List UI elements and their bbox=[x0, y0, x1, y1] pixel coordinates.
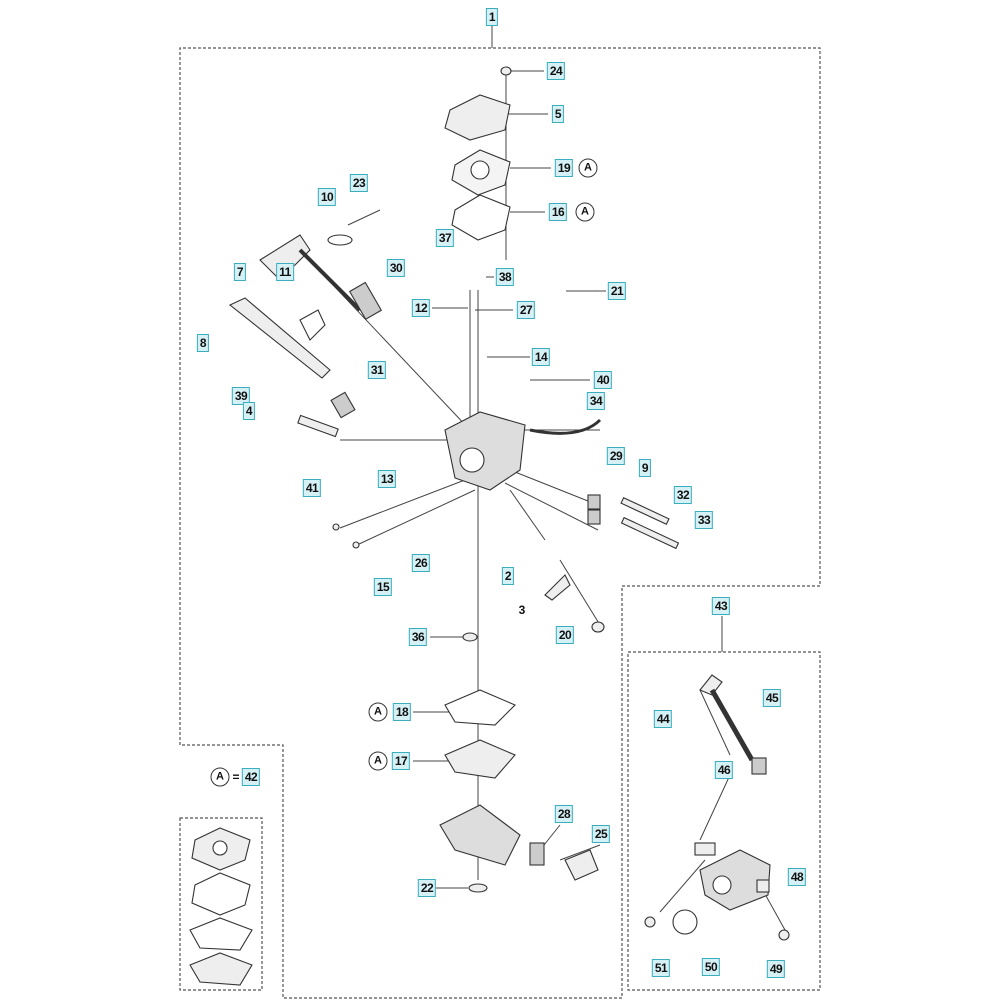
callout-38[interactable]: 38 bbox=[495, 268, 515, 286]
callout-1[interactable]: 1 bbox=[485, 8, 499, 26]
callout-5[interactable]: 5 bbox=[551, 105, 565, 123]
housing-shape bbox=[699, 849, 771, 911]
needle-32-shape bbox=[620, 496, 670, 526]
callout-31[interactable]: 31 bbox=[367, 361, 387, 379]
ball-15-shape bbox=[352, 541, 360, 549]
callout-36[interactable]: 36 bbox=[408, 628, 428, 646]
pump-cover-shape bbox=[439, 804, 521, 866]
callout-22[interactable]: 22 bbox=[417, 879, 437, 897]
callout-34[interactable]: 34 bbox=[586, 392, 606, 410]
callout-4[interactable]: 4 bbox=[242, 402, 256, 420]
plunger-25-shape bbox=[564, 849, 599, 881]
screen-36-shape bbox=[462, 632, 478, 642]
callout-28[interactable]: 28 bbox=[554, 805, 574, 823]
callout-19[interactable]: 19 bbox=[554, 159, 574, 177]
callout-23[interactable]: 23 bbox=[349, 174, 369, 192]
gasket-16-shape bbox=[451, 194, 511, 241]
callout-21[interactable]: 21 bbox=[607, 282, 627, 300]
callout-45[interactable]: 45 bbox=[762, 689, 782, 707]
spring-9-shape bbox=[587, 509, 601, 525]
screw-22-shape bbox=[468, 883, 488, 893]
callout-11[interactable]: 11 bbox=[276, 263, 294, 281]
main-assembly-boundary bbox=[179, 47, 821, 999]
callout-33[interactable]: 33 bbox=[694, 511, 714, 529]
spacer-48-shape bbox=[756, 879, 770, 893]
leader-lines bbox=[299, 26, 786, 931]
carburetor-body-shape bbox=[444, 411, 526, 491]
callout-2[interactable]: 2 bbox=[501, 567, 515, 585]
callout-50[interactable]: 50 bbox=[701, 958, 721, 976]
callout-49[interactable]: 49 bbox=[766, 960, 786, 978]
pin-shape bbox=[297, 414, 339, 438]
spring-29-shape bbox=[587, 494, 601, 510]
washer-50-shape bbox=[672, 909, 698, 935]
kit-marker-a: A bbox=[368, 702, 388, 722]
spring-46-shape bbox=[751, 757, 767, 775]
callout-30[interactable]: 30 bbox=[386, 259, 406, 277]
callout-14[interactable]: 14 bbox=[531, 348, 551, 366]
lever-3-shape bbox=[544, 574, 571, 601]
callout-8[interactable]: 8 bbox=[196, 334, 210, 352]
kit-marker-a: A bbox=[210, 767, 230, 787]
callout-20[interactable]: 20 bbox=[555, 626, 575, 644]
valve-10-shape bbox=[327, 234, 353, 246]
callout-32[interactable]: 32 bbox=[673, 486, 693, 504]
screw-24-shape bbox=[500, 66, 512, 76]
cover-5-shape bbox=[444, 94, 511, 141]
group-boundaries bbox=[179, 47, 821, 999]
kit-marker-a: A bbox=[575, 202, 595, 222]
ball-41-shape bbox=[332, 523, 340, 531]
kit-marker-a: A bbox=[578, 158, 598, 178]
callout-41[interactable]: 41 bbox=[302, 479, 322, 497]
choke-shaft-8-shape bbox=[228, 297, 331, 379]
callout-46[interactable]: 46 bbox=[714, 761, 734, 779]
diaphragm-17-shape bbox=[444, 739, 516, 779]
callout-40[interactable]: 40 bbox=[593, 371, 613, 389]
callout-48[interactable]: 48 bbox=[787, 868, 807, 886]
needle-33-shape bbox=[620, 516, 680, 550]
callout-7[interactable]: 7 bbox=[233, 263, 247, 281]
equals-sign: = bbox=[232, 770, 240, 784]
callout-39[interactable]: 39 bbox=[231, 387, 251, 405]
callout-13[interactable]: 13 bbox=[377, 470, 397, 488]
callout-44[interactable]: 44 bbox=[653, 710, 673, 728]
assembly-43-boundary bbox=[627, 651, 821, 991]
callout-24[interactable]: 24 bbox=[546, 62, 566, 80]
callout-16[interactable]: 16 bbox=[548, 203, 568, 221]
nipple-shape bbox=[694, 842, 716, 856]
callout-27[interactable]: 27 bbox=[516, 301, 536, 319]
callout-10[interactable]: 10 bbox=[317, 188, 337, 206]
spring-30-shape bbox=[348, 281, 383, 320]
throttle-lever-44-shape bbox=[699, 674, 723, 696]
lever-34-shape bbox=[529, 418, 602, 435]
callout-25[interactable]: 25 bbox=[591, 825, 611, 843]
callout-18[interactable]: 18 bbox=[392, 703, 412, 721]
spring-28-shape bbox=[529, 842, 545, 866]
kit-marker-a: A bbox=[368, 751, 388, 771]
callout-51[interactable]: 51 bbox=[651, 959, 671, 977]
screw-51-shape bbox=[644, 916, 656, 928]
callout-37[interactable]: 37 bbox=[435, 229, 455, 247]
throttle-shaft-7-shape bbox=[259, 234, 311, 281]
spring-31-shape bbox=[330, 391, 356, 419]
callout-15[interactable]: 15 bbox=[373, 578, 393, 596]
callout-17[interactable]: 17 bbox=[391, 752, 411, 770]
gasket-18-shape bbox=[444, 689, 516, 726]
callout-9[interactable]: 9 bbox=[638, 459, 652, 477]
pin-20-shape bbox=[591, 621, 605, 633]
callout-29[interactable]: 29 bbox=[606, 447, 626, 465]
callout-43[interactable]: 43 bbox=[711, 597, 731, 615]
callout-42[interactable]: 42 bbox=[241, 768, 261, 786]
callout-3[interactable]: 3 bbox=[518, 603, 526, 617]
kit-42-boundary bbox=[179, 817, 263, 991]
parts-drawings bbox=[189, 66, 790, 986]
screw-49-shape bbox=[778, 929, 790, 941]
callout-26[interactable]: 26 bbox=[411, 554, 431, 572]
callout-12[interactable]: 12 bbox=[411, 299, 431, 317]
kit-42-items bbox=[189, 827, 253, 986]
valve-11-shape bbox=[299, 309, 326, 341]
